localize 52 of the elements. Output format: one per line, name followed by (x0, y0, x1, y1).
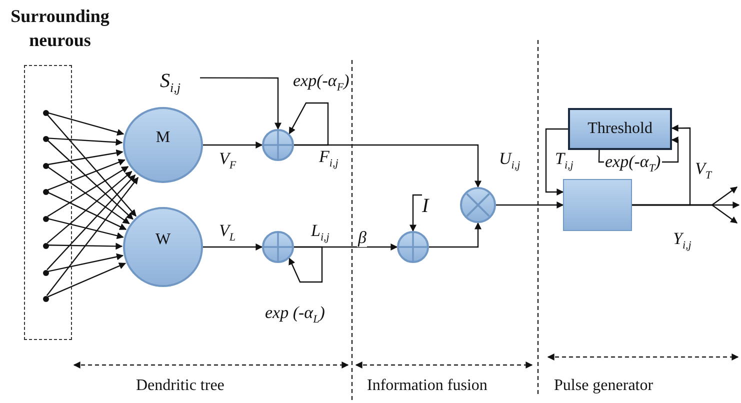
input-dot (43, 296, 49, 302)
adder-circle (262, 231, 294, 263)
section-label: Pulse generator (553, 378, 654, 395)
arrow (294, 144, 482, 188)
arrow (200, 77, 282, 130)
arrow (48, 218, 124, 240)
adder-circle (262, 129, 294, 161)
arrow (203, 244, 263, 250)
arrow (46, 114, 136, 217)
adder-circle (397, 231, 429, 263)
edge-label: F$_{i,j}$ (318, 148, 340, 170)
input-dot (43, 270, 49, 276)
signal-label: S$_{i,j}$ (160, 70, 200, 96)
pulse-generator-box (563, 179, 632, 231)
input-dot (43, 110, 49, 116)
arrow (46, 140, 134, 220)
arrow (203, 142, 263, 148)
arrow (46, 174, 136, 270)
node-label: M (156, 129, 170, 147)
input-dot (43, 189, 49, 195)
arrow (288, 102, 329, 146)
threshold-box (568, 108, 672, 150)
node-label: Threshold (588, 120, 652, 138)
arrow (496, 202, 564, 208)
signal-label: I (422, 195, 436, 215)
multiplier-circle (460, 187, 496, 223)
arrow (48, 138, 123, 146)
arrow (429, 222, 482, 248)
arrow (48, 112, 124, 136)
node-label: W (155, 231, 171, 249)
edge-label: Y$_{i,j}$ (672, 230, 692, 252)
coefficient-label: β (357, 229, 368, 247)
input-dot (43, 216, 49, 222)
arrow (48, 253, 124, 272)
arrow (632, 204, 738, 224)
input-dot (43, 243, 49, 249)
arrow (46, 171, 132, 244)
arrow (545, 128, 568, 196)
arrow (47, 192, 127, 230)
arrow (48, 262, 126, 298)
arrow (288, 246, 323, 283)
input-dot (43, 136, 49, 142)
edge-label: T$_{i,j}$ (554, 150, 574, 172)
input-dot (43, 163, 49, 169)
arrow (48, 150, 124, 166)
arrow (46, 176, 138, 296)
arrow (410, 194, 422, 232)
edge-label: U$_{i,j}$ (498, 150, 522, 172)
edge-label: L$_{i,j}$ (310, 222, 330, 244)
arrow (48, 158, 126, 190)
group-heading: Surrounding neurous (10, 5, 110, 52)
arrow (48, 242, 123, 250)
